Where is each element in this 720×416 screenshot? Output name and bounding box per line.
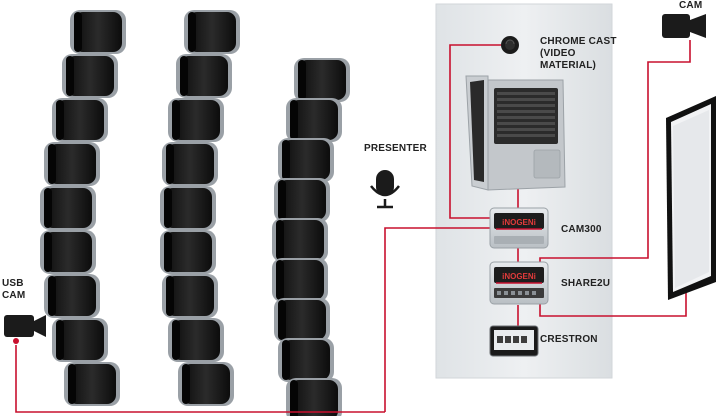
cable-share2u-display <box>539 292 687 317</box>
chair <box>162 142 218 186</box>
chair <box>168 98 224 142</box>
chair <box>52 318 108 362</box>
chair <box>272 258 328 302</box>
usb-cam-label: USB CAM <box>2 278 26 301</box>
chair <box>160 230 216 274</box>
chair <box>274 178 330 222</box>
chromecast-icon <box>501 36 519 54</box>
chair <box>184 10 240 54</box>
cam300-brand-text: iNOGENi <box>502 218 536 227</box>
chair <box>176 54 232 98</box>
cable-cam-share2u <box>539 40 691 266</box>
usb-cam-camera-icon <box>4 315 46 344</box>
cam300-label: CAM300 <box>561 224 602 235</box>
chair <box>40 230 96 274</box>
chair <box>64 362 120 406</box>
chair <box>278 338 334 382</box>
chair <box>62 54 118 98</box>
share2u-device: iNOGENi <box>489 261 549 305</box>
chromecast-label: CHROME CAST (VIDEO MATERIAL) <box>540 36 617 71</box>
touch-panel-icon <box>489 325 539 357</box>
chair <box>70 10 126 54</box>
display-screen-icon <box>666 96 716 300</box>
cable-chromecast-cam300 <box>449 44 505 219</box>
chair <box>286 378 342 416</box>
chair <box>44 274 100 318</box>
crestron-label: CRESTRON <box>540 334 598 345</box>
presenter-label: PRESENTER <box>364 143 427 154</box>
seating-area <box>40 10 350 416</box>
chair <box>44 142 100 186</box>
laptop-icon <box>465 75 566 191</box>
share2u-label: SHARE2U <box>561 278 611 289</box>
chair <box>278 138 334 182</box>
chair <box>52 98 108 142</box>
chair <box>272 218 328 262</box>
chair <box>162 274 218 318</box>
chair <box>274 298 330 342</box>
chair <box>178 362 234 406</box>
video-camera-icon <box>662 14 706 38</box>
cable-presenter-cam300 <box>384 227 494 412</box>
chair <box>294 58 350 102</box>
cam-label: CAM <box>679 0 703 11</box>
chair <box>286 98 342 142</box>
cam300-device: iNOGENi <box>489 207 549 249</box>
cable-routing <box>15 40 691 413</box>
chair <box>40 186 96 230</box>
chair <box>168 318 224 362</box>
cable-usbcam-cam300 <box>15 345 385 413</box>
microphone-icon <box>370 170 400 209</box>
share2u-brand-text: iNOGENi <box>502 272 536 281</box>
chair <box>160 186 216 230</box>
